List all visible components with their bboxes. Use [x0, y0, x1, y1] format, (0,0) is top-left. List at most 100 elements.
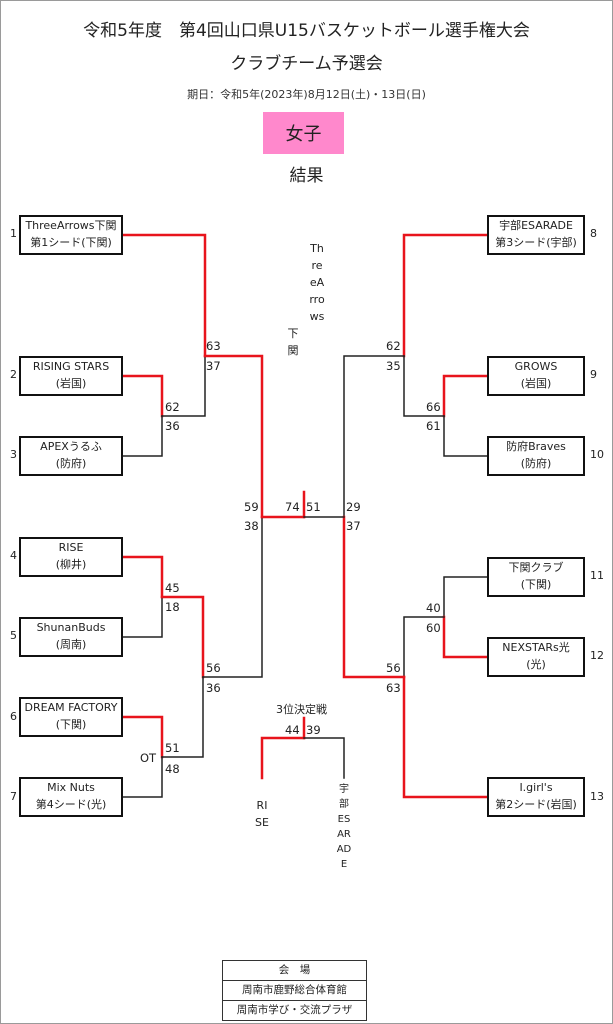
final-score-left: 74: [285, 500, 300, 514]
score: 48: [165, 762, 180, 776]
line-team9: [442, 374, 489, 418]
seed-number: 11: [590, 569, 604, 582]
venue-line1: 周南市鹿野総合体育館: [223, 981, 366, 1001]
score: 37: [346, 519, 361, 533]
score: 60: [426, 621, 441, 635]
line-r2a-out: [203, 354, 264, 519]
team-box-2: RISING STARS (岩国): [19, 356, 123, 396]
team-name: APEXうるふ: [40, 440, 102, 453]
third-place-winner: RISE: [255, 799, 269, 829]
team-box-13: I.girl's 第2シード(岩国): [487, 777, 585, 817]
seed-number: 3: [10, 448, 17, 461]
team-sub: (岩国): [55, 377, 87, 390]
team-sub: (柳井): [55, 558, 87, 571]
line-r2b-r-out: [342, 515, 406, 679]
team-sub: (光): [526, 658, 546, 671]
team-box-10: 防府Braves (防府): [487, 436, 585, 476]
line-team8: [402, 233, 489, 358]
score: 63: [206, 339, 221, 353]
team-name: Mix Nuts: [47, 781, 95, 794]
team-name: I.girl's: [519, 781, 553, 794]
line-r1a-r-out: [403, 355, 445, 417]
team-sub: (防府): [520, 457, 552, 470]
tournament-title: 令和5年度 第4回山口県U15バスケットボール選手権大会: [83, 21, 530, 41]
score: 36: [206, 681, 221, 695]
score: 56: [206, 661, 221, 675]
line-team6: [121, 715, 164, 759]
line-team4: [121, 555, 164, 599]
team-name: DREAM FACTORY: [24, 701, 118, 714]
team-name: RISING STARS: [32, 360, 110, 373]
team-box-8: 宇部ESARADE 第3シード(宇部): [487, 215, 585, 255]
score: 62: [165, 400, 180, 414]
score: 66: [426, 400, 441, 414]
line-team10: [443, 415, 488, 457]
third-place-loser: 宇部ESARADE: [336, 784, 352, 870]
seed-number: 4: [10, 549, 17, 562]
seed-number: 5: [10, 629, 17, 642]
team-sub: 第4シード(光): [35, 798, 107, 811]
seed-number: 8: [590, 227, 597, 240]
score: 63: [386, 681, 401, 695]
line-r2b-out: [202, 516, 263, 678]
score: 51: [165, 741, 180, 755]
line-r1b-out: [160, 595, 205, 679]
venue-line2: 周南市学び・交流プラザ: [236, 1004, 353, 1016]
score: 45: [165, 581, 180, 595]
team-sub: (防府): [55, 457, 87, 470]
team-sub: (周南): [55, 638, 87, 651]
line-team13: [402, 675, 489, 799]
team-name: 下関クラブ: [508, 561, 564, 574]
line-team7: [122, 756, 163, 798]
team-sub: 第2シード(岩国): [495, 798, 577, 811]
score: 59: [244, 500, 259, 514]
line-third-left: [260, 736, 306, 780]
line-r2a-r-out: [343, 355, 405, 518]
score: 29: [346, 500, 361, 514]
venue-label: 会 場: [223, 961, 366, 981]
team-sub: 第3シード(宇部): [495, 236, 577, 249]
seed-number: 7: [10, 790, 17, 803]
team-box-1: ThreeArrows下関 第1シード(下関): [19, 215, 123, 255]
seed-number: 9: [590, 368, 597, 381]
score: 38: [244, 519, 259, 533]
line-team12: [442, 615, 489, 659]
team-box-9: GROWS (岩国): [487, 356, 585, 396]
team-sub: (下関): [55, 718, 87, 731]
line-r1a-out: [161, 355, 206, 417]
score: 37: [206, 359, 221, 373]
team-name: ShunanBuds: [36, 621, 106, 634]
score: 56: [386, 661, 401, 675]
seed-number: 13: [590, 790, 604, 803]
category-label: 女子: [285, 124, 322, 145]
line-team5: [122, 596, 163, 638]
line-r1b-r-out: [403, 616, 445, 678]
team-box-4: RISE (柳井): [19, 537, 123, 577]
seed-number: 12: [590, 649, 604, 662]
third-place-label: 3位決定戦: [276, 703, 327, 716]
line-team3: [122, 415, 163, 457]
team-name: NEXSTARs光: [502, 641, 570, 654]
section-title: 結果: [289, 166, 324, 186]
team-sub: 第1シード(下関): [30, 236, 112, 249]
event-date: 期日：令和5年(2023年)8月12日(土)・13日(日): [187, 88, 426, 101]
team-name: ThreeArrows下関: [25, 219, 117, 232]
overtime-label: OT: [140, 751, 157, 765]
third-score-left: 44: [285, 723, 300, 737]
seed-number: 10: [590, 448, 604, 461]
line-r1c-out: [161, 676, 204, 758]
team-box-12: NEXSTARs光 (光): [487, 637, 585, 677]
seed-number: 6: [10, 710, 17, 723]
team-sub: (岩国): [520, 377, 552, 390]
seed-number: 1: [10, 227, 17, 240]
score: 36: [165, 419, 180, 433]
score: 18: [165, 600, 180, 614]
team-box-6: DREAM FACTORY (下関): [19, 697, 123, 737]
line-team2: [121, 374, 164, 418]
line-team1: [121, 233, 207, 358]
line-team11: [443, 576, 488, 618]
champion-city: 下関: [287, 327, 299, 357]
team-name: RISE: [58, 541, 84, 554]
team-name: 宇部ESARADE: [499, 219, 573, 232]
